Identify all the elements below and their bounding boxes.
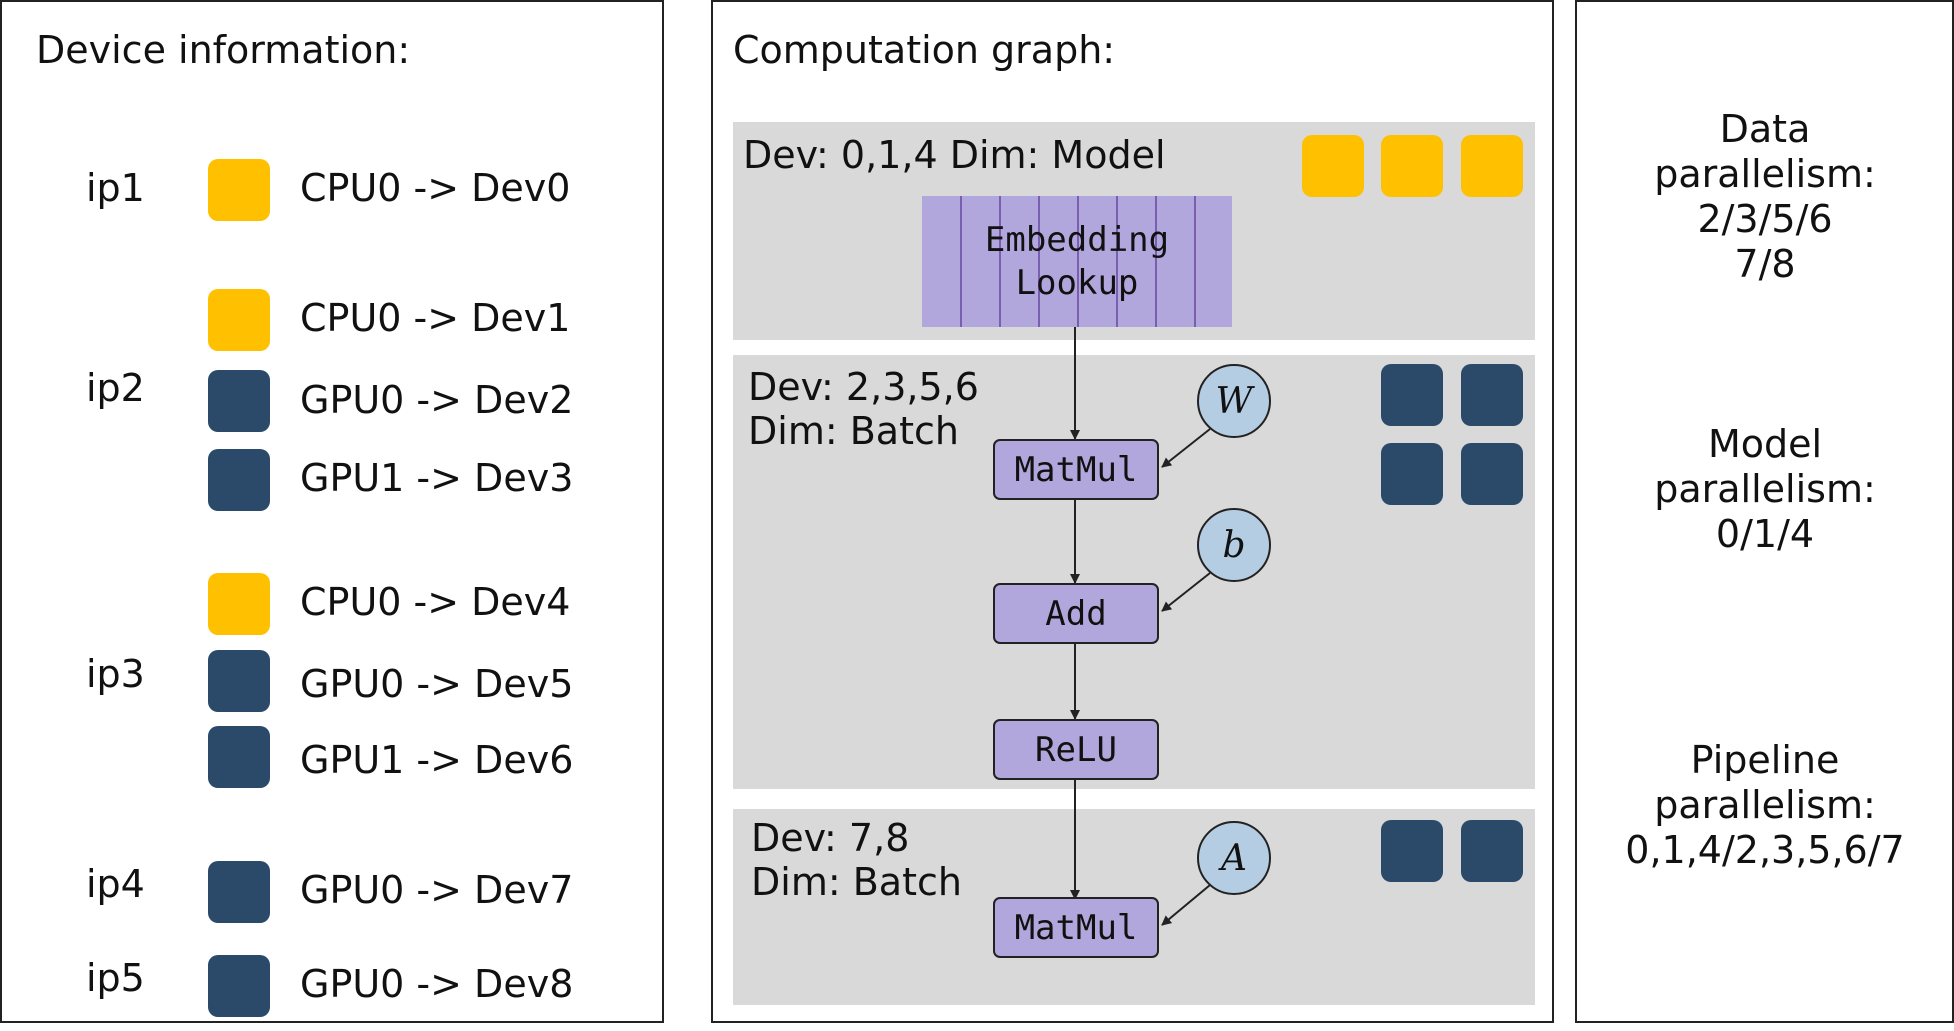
edge-a-to-matmul2 <box>1161 884 1211 926</box>
dev1-label: CPU0 -> Dev1 <box>300 296 571 340</box>
dev1-cpu-chip <box>208 289 270 351</box>
dev8-label: GPU0 -> Dev8 <box>300 962 574 1006</box>
data-parallelism-text: Data parallelism: 2/3/5/6 7/8 <box>1654 107 1876 286</box>
param-w-node: W <box>1197 364 1271 438</box>
dev7-gpu-chip <box>208 861 270 923</box>
stage-batch2-header-line1: Dev: 7,8 <box>751 816 910 860</box>
dev3-label: GPU1 -> Dev3 <box>300 456 574 500</box>
stage-batch2-chip-1 <box>1381 820 1443 882</box>
computation-graph-panel: Computation graph: Dev: 0,1,4 Dim: Model… <box>711 0 1554 1023</box>
embedding-label-line2: Lookup <box>1015 262 1139 303</box>
device-info-title: Device information: <box>36 28 411 72</box>
stage-batch1-chip-3 <box>1381 443 1443 505</box>
device-info-panel: Device information: ip1 CPU0 -> Dev0 ip2… <box>0 0 664 1023</box>
dev6-gpu-chip <box>208 726 270 788</box>
embedding-lookup-node: Embedding Lookup <box>922 196 1232 327</box>
dev2-label: GPU0 -> Dev2 <box>300 378 574 422</box>
stage-model-chip-3 <box>1461 135 1523 197</box>
stage-batch1-chip-4 <box>1461 443 1523 505</box>
param-b-node: b <box>1197 508 1271 582</box>
dev7-label: GPU0 -> Dev7 <box>300 868 574 912</box>
matmul2-node: MatMul <box>993 897 1159 958</box>
stage-batch2-header-line2: Dim: Batch <box>751 860 962 904</box>
add-node: Add <box>993 583 1159 644</box>
edge-w-to-matmul <box>1161 428 1211 468</box>
dev2-gpu-chip <box>208 370 270 432</box>
matmul-node: MatMul <box>993 439 1159 500</box>
stage-model-chip-2 <box>1381 135 1443 197</box>
edge-b-to-add <box>1161 572 1211 612</box>
parallelism-summary-panel: Data parallelism: 2/3/5/6 7/8 Model para… <box>1575 0 1954 1023</box>
stage-batch1-band <box>733 355 1535 789</box>
dev0-label: CPU0 -> Dev0 <box>300 166 571 210</box>
dev6-label: GPU1 -> Dev6 <box>300 738 574 782</box>
model-parallelism-text: Model parallelism: 0/1/4 <box>1654 422 1876 556</box>
relu-node: ReLU <box>993 719 1159 780</box>
host-ip1-label: ip1 <box>86 166 145 210</box>
dev5-gpu-chip <box>208 650 270 712</box>
graph-edges <box>1070 327 1211 926</box>
dev4-cpu-chip <box>208 573 270 635</box>
embedding-label-line1: Embedding <box>984 220 1170 260</box>
dev4-label: CPU0 -> Dev4 <box>300 580 571 624</box>
stage-batch2-chip-2 <box>1461 820 1523 882</box>
stage-batch1-header-line1: Dev: 2,3,5,6 <box>748 365 979 409</box>
param-a-node: A <box>1197 821 1271 895</box>
dev3-gpu-chip <box>208 449 270 511</box>
pipeline-parallelism-text: Pipeline parallelism: 0,1,4/2,3,5,6/7 <box>1625 738 1905 872</box>
host-ip5-label: ip5 <box>86 956 145 1000</box>
computation-graph-title: Computation graph: <box>733 28 1116 72</box>
stage-batch1-chip-2 <box>1461 364 1523 426</box>
dev5-label: GPU0 -> Dev5 <box>300 662 574 706</box>
dev8-gpu-chip <box>208 955 270 1017</box>
stage-batch1-chip-1 <box>1381 364 1443 426</box>
host-ip2-label: ip2 <box>86 366 145 410</box>
stage-batch1-header-line2: Dim: Batch <box>748 409 959 453</box>
dev0-cpu-chip <box>208 159 270 221</box>
host-ip4-label: ip4 <box>86 862 145 906</box>
host-ip3-label: ip3 <box>86 652 145 696</box>
stage-model-chip-1 <box>1302 135 1364 197</box>
stage-model-header: Dev: 0,1,4 Dim: Model <box>743 133 1166 177</box>
